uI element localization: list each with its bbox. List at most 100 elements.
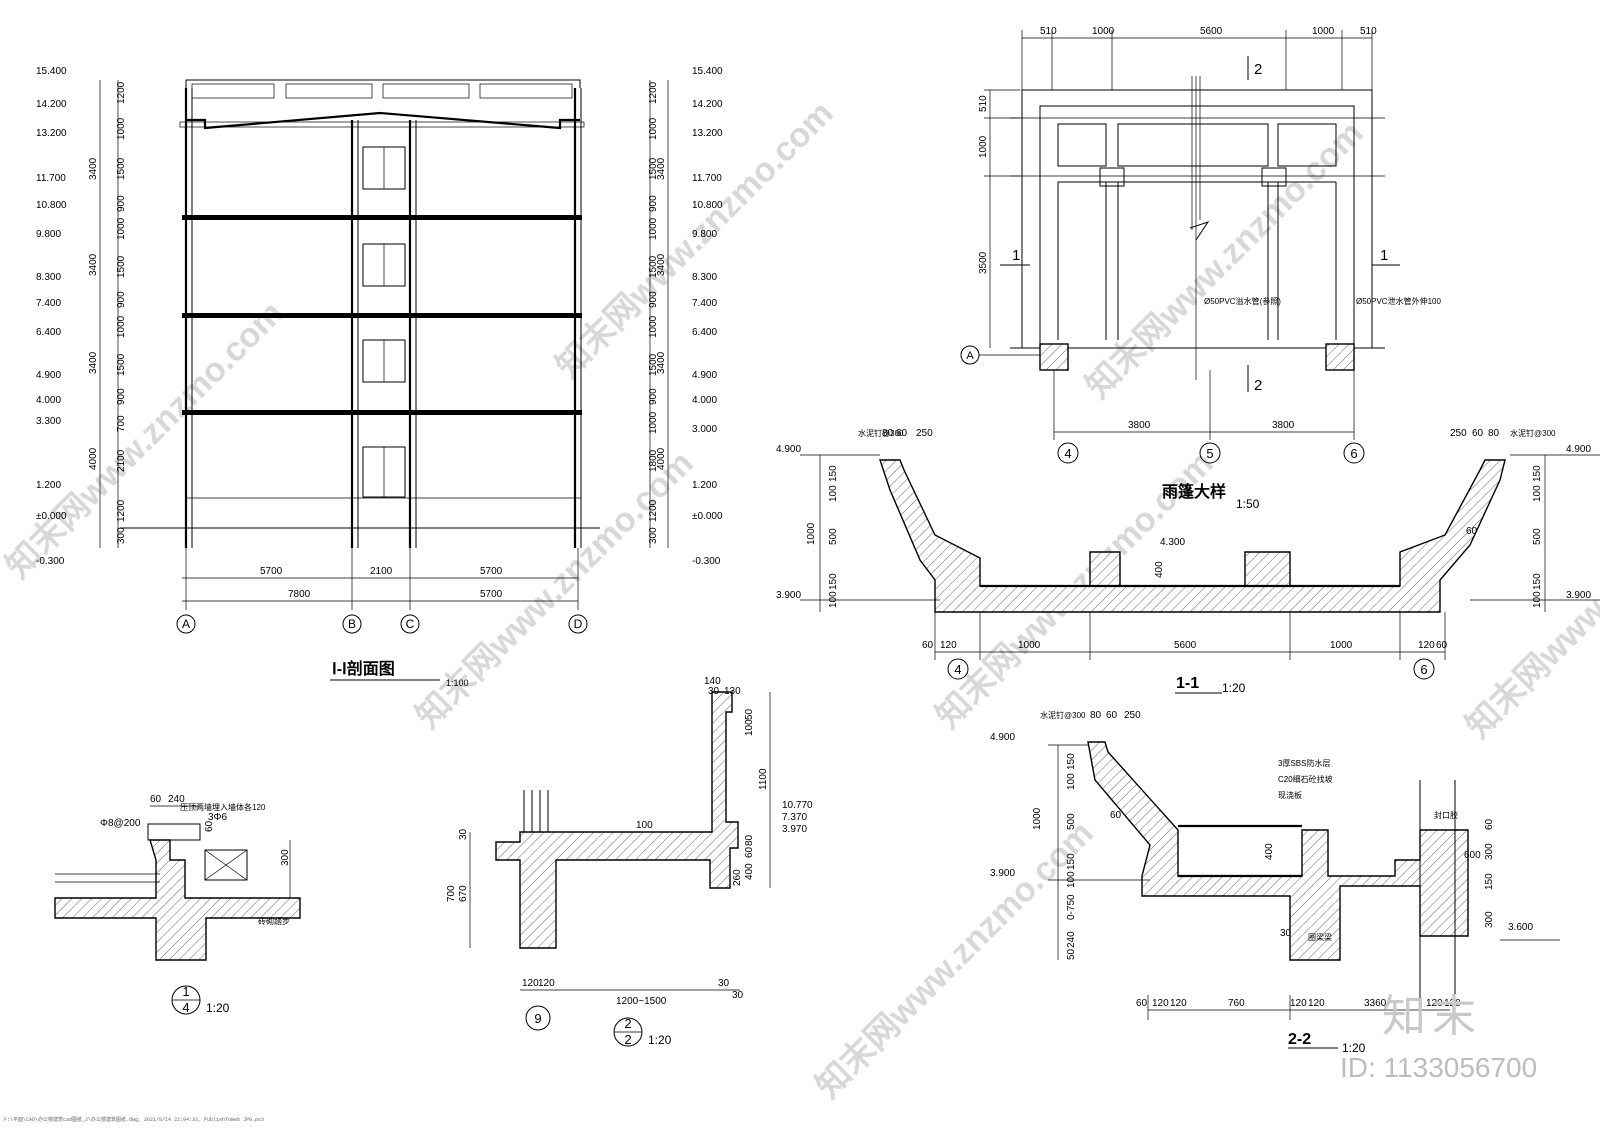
d22-label-top: 2 <box>624 1016 631 1031</box>
file-path-footer: F:\平面\CAD\办公楼建筑cad图纸_2\办公楼建筑图纸.dwg, 2021… <box>4 1117 265 1123</box>
d22-label-bottom: 2 <box>624 1032 631 1047</box>
s22-side-7: 50 <box>1066 948 1077 960</box>
plan-axis-5: 5 <box>1206 446 1213 461</box>
s11-side-l-0: 150 <box>828 465 839 482</box>
plan-top-dim-1: 1000 <box>1092 26 1115 37</box>
s22-side-6: 240 <box>1066 931 1077 948</box>
s22-level-mid: 3.900 <box>990 868 1015 879</box>
d22-left-0: 30 <box>458 828 469 840</box>
s22-top-dim-2: 250 <box>1124 710 1141 721</box>
plan-left-dim-2: 3500 <box>978 251 989 274</box>
level-r-5: 9.800 <box>692 229 717 240</box>
plan-cut-1-right: 1 <box>1380 247 1388 264</box>
level-l-14: -0.300 <box>36 556 65 567</box>
d22-top-1: 30 <box>708 686 720 697</box>
level-r-4: 10.800 <box>692 200 723 211</box>
d14-dim-60: 60 <box>204 820 215 832</box>
s11-level-top-right: 4.900 <box>1566 444 1591 455</box>
level-l-10: 4.000 <box>36 395 61 406</box>
d14-note-wall: 压顶两墙埋入墙体各120 <box>180 802 266 812</box>
s22-bot-0: 60 <box>1136 998 1148 1009</box>
level-l-13: ±0.000 <box>36 511 67 522</box>
d22-bot-1: 120 <box>538 978 555 989</box>
s22-dim-30: 30 <box>1280 928 1292 939</box>
dim-r-out-2: 3400 <box>656 351 667 374</box>
s11-bot-dim-2: 1000 <box>1018 640 1041 651</box>
s11-level-bottom-right: 3.900 <box>1566 590 1591 601</box>
watermark-6: 知末网www.znzmo.com <box>809 814 1101 1106</box>
d22-right-5: 400 <box>744 863 755 880</box>
level-r-9: 4.900 <box>692 370 717 381</box>
level-l-5: 9.800 <box>36 229 61 240</box>
s22-slope: 60 <box>1110 810 1122 821</box>
level-r-8: 6.400 <box>692 327 717 338</box>
level-l-6: 8.300 <box>36 272 61 283</box>
bottom-dim-1-2: 5700 <box>480 566 503 577</box>
plan-left-dim-1: 1000 <box>978 135 989 158</box>
section-11-labels: 水泥钉@300 水泥钉@300 80 60 250 250 60 80 4.90… <box>776 428 1591 695</box>
d22-level-2: 3.970 <box>782 824 807 835</box>
s11-bot-dim-0: 60 <box>922 640 934 651</box>
d22-bot-0: 120 <box>522 978 539 989</box>
detail-22-labels: 140 30 130 50 100 1100 80 60 400 260 10.… <box>446 676 813 1047</box>
level-r-1: 14.200 <box>692 99 723 110</box>
d22-right-3: 80 <box>744 834 755 846</box>
s11-bot-dim-4: 1000 <box>1330 640 1353 651</box>
detail-14-labels: 60 240 300 60 Φ8@200 3Φ6 压顶两墙埋入墙体各120 砖砌… <box>100 794 291 1015</box>
d22-mid-dim: 100 <box>636 820 653 831</box>
d14-note-step: 砖砌踏步 <box>258 916 290 926</box>
dim-r-out-1: 3400 <box>656 253 667 276</box>
s11-side-total: 1000 <box>806 522 817 545</box>
s22-bot-5: 120 <box>1308 998 1325 1009</box>
section-1-scale: 1:100 <box>446 678 469 688</box>
s22-dim-400: 400 <box>1264 843 1275 860</box>
canopy-scale: 1:50 <box>1236 497 1260 511</box>
section-22-labels: 水泥钉@300 3厚SBS防水层 C20细石砼找坡 现浇板 封口胶 圈梁梁 80… <box>990 710 1533 1055</box>
level-r-3: 11.700 <box>692 173 722 184</box>
canopy-plan-labels: 510 1000 5600 1000 510 510 1000 3500 380… <box>966 26 1441 511</box>
s11-level-mid: 4.300 <box>1160 537 1185 548</box>
section-22-drawing <box>1048 741 1560 1049</box>
s11-top-dim-r-2: 80 <box>1488 428 1500 439</box>
dim-l-in-9: 900 <box>116 388 127 405</box>
d22-top-2: 130 <box>724 686 741 697</box>
d14-label-top: 1 <box>182 984 189 999</box>
d22-bot-4: 30 <box>732 990 744 1001</box>
plan-top-dim-4: 510 <box>1360 26 1377 37</box>
dim-r-in-13: 300 <box>648 527 659 544</box>
s22-top-dim-0: 80 <box>1090 710 1102 721</box>
s11-bot-dim-6: 60 <box>1436 640 1448 651</box>
dim-r-in-7: 1000 <box>648 315 659 338</box>
s22-note-beam: 圈梁梁 <box>1308 933 1332 942</box>
s22-note-sbs: 3厚SBS防水层 <box>1278 758 1330 768</box>
level-r-7: 7.400 <box>692 298 717 309</box>
s22-bot-6: 3360 <box>1364 998 1387 1009</box>
s11-axis-4: 4 <box>954 662 961 677</box>
plan-top-dim-2: 5600 <box>1200 26 1223 37</box>
s22-note-seal: 封口胶 <box>1434 810 1458 820</box>
s11-level-bottom-left: 3.900 <box>776 590 801 601</box>
bottom-dim-2-0: 7800 <box>288 589 311 600</box>
axis-label-c: C <box>406 617 415 631</box>
d14-label-bottom: 4 <box>182 1000 189 1015</box>
dim-l-in-4: 1000 <box>116 217 127 240</box>
level-l-1: 14.200 <box>36 99 67 110</box>
s22-note-c20: C20细石砼找坡 <box>1278 774 1333 784</box>
dim-r-in-3: 900 <box>648 195 659 212</box>
plan-cut-2-bottom: 2 <box>1254 377 1262 394</box>
s22-side-1: 100 <box>1066 773 1077 790</box>
dim-r-in-10: 1000 <box>648 411 659 434</box>
s11-side-l-1: 100 <box>828 485 839 502</box>
s22-right-2: 150 <box>1484 873 1495 890</box>
dim-r-in-0: 1200 <box>648 81 659 104</box>
dim-r-out-3: 4000 <box>656 447 667 470</box>
level-r-10: 4.000 <box>692 395 717 406</box>
dim-l-out-2: 3400 <box>88 351 99 374</box>
section-1-labels: 15.400 14.200 13.200 11.700 10.800 9.800… <box>36 66 723 688</box>
level-r-0: 15.400 <box>692 66 723 77</box>
dim-l-in-8: 1500 <box>116 353 127 376</box>
level-r-11: 3.000 <box>692 424 717 435</box>
s11-top-dim-l-1: 60 <box>896 428 908 439</box>
watermark-logo: 知末 <box>1382 991 1482 1042</box>
s22-title: 2-2 <box>1288 1031 1311 1048</box>
